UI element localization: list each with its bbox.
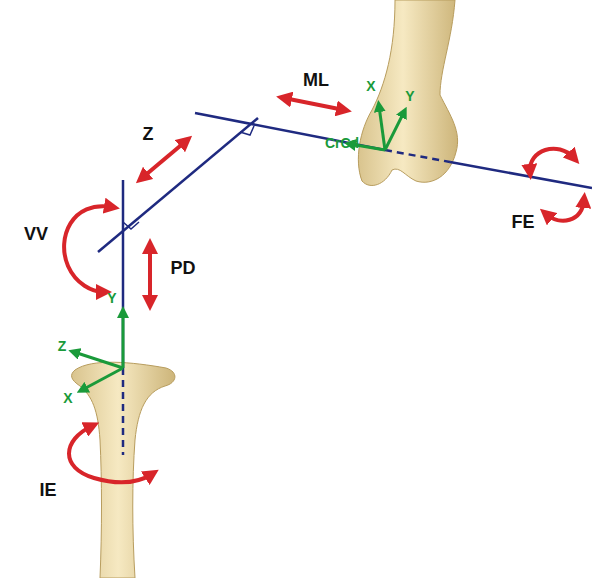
femur-y-axis [385, 112, 404, 150]
right-angle-mark [240, 126, 254, 135]
femur-axis [195, 113, 385, 150]
tibia-x-axis [82, 368, 123, 390]
tibia-bone [72, 362, 175, 578]
axis-label: Y [107, 291, 116, 305]
translation-label: PD [170, 259, 195, 277]
rotation-label: IE [39, 481, 56, 499]
axis-label: CrCd [325, 136, 359, 150]
axis-label: X [366, 79, 375, 93]
femur-axis-outer [450, 162, 592, 188]
rotation-arrow [69, 426, 152, 482]
translation-label: Z [143, 125, 154, 143]
femur-x-axis [379, 106, 385, 150]
translation-arrow [284, 98, 344, 110]
translation-label: ML [303, 71, 329, 89]
translation-arrow [148, 246, 152, 303]
tibia-z-axis [74, 352, 123, 368]
femur-axis-hidden [385, 150, 450, 162]
right-angle-mark [123, 222, 139, 229]
axis-label: Z [58, 339, 67, 353]
floating-axis [98, 118, 258, 252]
axis-label: Y [405, 89, 414, 103]
rotation-arrow [546, 200, 584, 221]
femur-bone [358, 0, 457, 185]
rotation-arrow [530, 149, 574, 172]
rotation-label: VV [24, 225, 48, 243]
rotation-label: FE [511, 213, 534, 231]
axis-label: X [63, 391, 72, 405]
translation-arrow [142, 141, 186, 178]
tibia-y-axis [122, 312, 125, 368]
tibia-axis-hidden [122, 368, 125, 455]
rotation-arrow [64, 206, 112, 292]
tibia-axis [122, 180, 125, 368]
